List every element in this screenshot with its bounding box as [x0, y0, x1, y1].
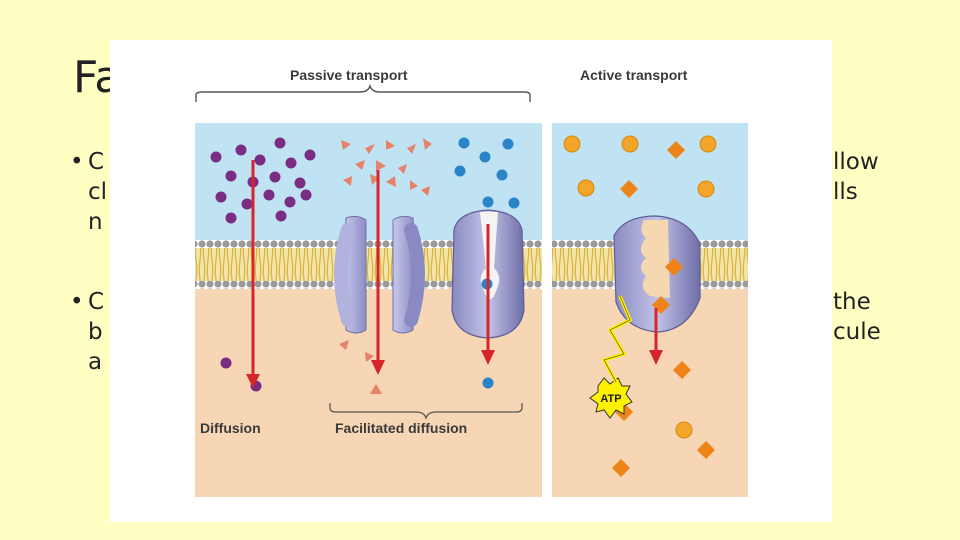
bullet-one-right1: llow — [833, 149, 879, 175]
figure-svg: Passive transport Active transport — [195, 67, 748, 497]
diffusion-label: Diffusion — [200, 420, 261, 436]
bullet-one: •C — [70, 148, 104, 176]
atp-burst: ATP — [589, 377, 633, 419]
active-transport-label: Active transport — [580, 67, 688, 83]
bullet-one-line3: n — [88, 209, 103, 235]
bullet-two-line3: a — [88, 349, 103, 375]
active-arrowhead — [649, 350, 663, 365]
bullet-one-line1: C — [88, 149, 105, 175]
channel-protein — [334, 215, 425, 334]
pump-protein — [613, 215, 701, 333]
bullet-one-right2: lls — [833, 179, 858, 205]
channel-arrowhead — [371, 360, 385, 375]
bullet-mark: • — [70, 149, 84, 175]
diffusion-arrowhead — [246, 374, 260, 388]
facilitated-bracket — [329, 403, 523, 421]
passive-bracket — [195, 83, 531, 102]
facilitated-diffusion-label: Facilitated diffusion — [335, 420, 467, 436]
bullet-two-line1: C — [88, 289, 105, 315]
salmon-molecules — [339, 138, 432, 394]
carrier-arrowhead — [481, 350, 495, 365]
bullet-two: •C — [70, 288, 104, 316]
bullet-two-right1: the — [833, 289, 871, 315]
orange-circles — [563, 135, 717, 439]
energy-bolt-outline — [603, 295, 631, 383]
membrane-transport-figure: Passive transport Active transport — [110, 40, 832, 522]
bullet-mark: • — [70, 289, 84, 315]
purple-molecules — [210, 137, 316, 392]
bullet-two-line2: b — [88, 319, 103, 345]
orange-diamonds — [612, 141, 715, 477]
atp-label: ATP — [600, 393, 621, 405]
passive-transport-label: Passive transport — [290, 67, 408, 83]
bullet-one-line2: cl — [88, 179, 108, 205]
bullet-two-right2: cule — [833, 319, 881, 345]
